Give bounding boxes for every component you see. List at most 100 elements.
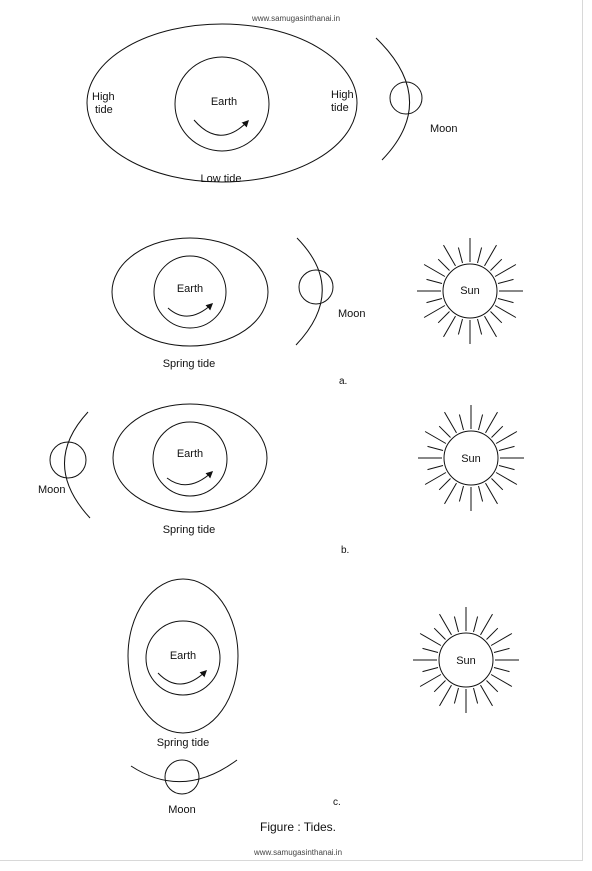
moon-circle	[50, 442, 86, 478]
sun-ray	[438, 312, 449, 323]
moon-label: Moon	[38, 484, 66, 496]
sun-ray	[492, 479, 503, 490]
rotation-arrow	[158, 671, 206, 684]
sun-ray	[495, 265, 516, 277]
high-tide-left-label-line1: High	[92, 91, 115, 103]
watermark-bottom: www.samugasinthanai.in	[253, 848, 342, 857]
panel-a: Earth Moon Sun Spring tide a.	[112, 238, 523, 387]
sun-ray	[499, 446, 515, 450]
panel-c: Earth Spring tide Moon Sun c.	[128, 579, 519, 816]
sun-ray	[485, 316, 497, 337]
sun-label: Sun	[456, 655, 476, 667]
figure-caption: Figure : Tides.	[260, 820, 336, 834]
sun-ray	[440, 685, 452, 706]
sun-ray	[496, 473, 517, 485]
sun-ray	[445, 483, 457, 504]
top-diagram: Earth High tide High tide Low tide Moon	[87, 24, 458, 185]
moon-circle	[390, 82, 422, 114]
sun-ray	[424, 306, 445, 318]
spring-tide-label: Spring tide	[157, 737, 210, 749]
sun-ray	[425, 473, 446, 485]
sun-ray	[474, 617, 478, 633]
earth-label: Earth	[177, 283, 203, 295]
sun-ray	[440, 614, 452, 635]
moon-label: Moon	[338, 308, 366, 320]
sun-ray	[494, 648, 510, 652]
sun-ray	[491, 634, 512, 646]
sun-ray	[481, 685, 493, 706]
high-tide-right-label-line1: High	[331, 89, 354, 101]
sun-ray	[478, 248, 482, 264]
sun-ray	[491, 675, 512, 687]
sun-ray	[491, 312, 502, 323]
sun-ray	[481, 614, 493, 635]
sun-ray	[427, 279, 443, 283]
panel-letter: b.	[341, 545, 349, 556]
low-tide-label: Low tide	[201, 173, 242, 185]
sun-ray	[487, 681, 498, 692]
sun-ray	[487, 628, 498, 639]
moon-circle	[165, 760, 199, 794]
sun-ray	[423, 668, 439, 672]
spring-tide-label: Spring tide	[163, 358, 216, 370]
sun-ray	[420, 675, 441, 687]
sun-ray	[459, 486, 463, 502]
sun-ray	[486, 483, 498, 504]
sun-ray	[454, 688, 458, 704]
high-tide-left-label-line2: tide	[95, 104, 113, 116]
sun-ray	[478, 319, 482, 335]
sun-ray	[423, 648, 439, 652]
sun-ray	[474, 688, 478, 704]
sun-ray	[492, 426, 503, 437]
sun-ray	[420, 634, 441, 646]
sun-ray	[439, 479, 450, 490]
sun-ray	[428, 466, 444, 470]
sun-ray	[424, 265, 445, 277]
sun-ray	[427, 299, 443, 303]
sun-ray	[496, 432, 517, 444]
moon-orbit-arc	[376, 38, 410, 160]
earth-label: Earth	[177, 448, 203, 460]
moon-label: Moon	[430, 123, 458, 135]
panel-b: Earth Moon Sun Spring tide b.	[38, 404, 524, 556]
rotation-arrow	[167, 472, 212, 485]
sun-ray	[485, 245, 497, 266]
moon-label: Moon	[168, 804, 196, 816]
sun-ray	[438, 259, 449, 270]
sun-ray	[445, 412, 457, 433]
sun-ray	[486, 412, 498, 433]
sun-ray	[498, 299, 514, 303]
sun-label: Sun	[461, 453, 481, 465]
sun-ray	[479, 415, 483, 431]
sun-ray	[439, 426, 450, 437]
earth-label: Earth	[170, 650, 196, 662]
sun-ray	[479, 486, 483, 502]
rotation-arrow	[194, 120, 248, 135]
sun-ray	[444, 245, 456, 266]
rotation-arrow	[168, 304, 212, 316]
earth-label: Earth	[211, 96, 237, 108]
watermark-top: www.samugasinthanai.in	[251, 14, 340, 23]
moon-orbit-arc	[131, 760, 237, 782]
spring-tide-label: Spring tide	[163, 524, 216, 536]
sun-ray	[444, 316, 456, 337]
moon-orbit-arc	[64, 412, 90, 518]
sun-ray	[494, 668, 510, 672]
sun-ray	[459, 415, 463, 431]
high-tide-right-label-line2: tide	[331, 102, 349, 114]
sun-ray	[499, 466, 515, 470]
panel-letter: c.	[333, 797, 341, 808]
sun-ray	[434, 628, 445, 639]
sun-ray	[495, 306, 516, 318]
sun-ray	[428, 446, 444, 450]
sun-ray	[498, 279, 514, 283]
sun-ray	[491, 259, 502, 270]
moon-circle	[299, 270, 333, 304]
sun-ray	[454, 617, 458, 633]
sun-ray	[425, 432, 446, 444]
sun-ray	[458, 319, 462, 335]
panel-letter: a.	[339, 376, 347, 387]
sun-ray	[458, 248, 462, 264]
